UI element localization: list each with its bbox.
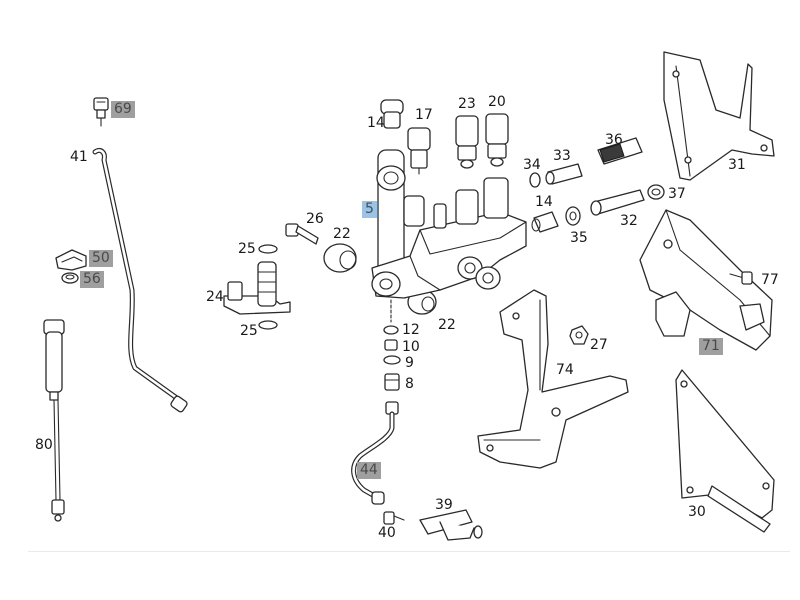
part-14-cap-top[interactable] xyxy=(380,99,404,129)
callout-71[interactable]: 71 xyxy=(699,338,723,355)
callout-23[interactable]: 23 xyxy=(458,96,476,112)
callout-30[interactable]: 30 xyxy=(688,504,706,520)
part-56-grommet[interactable] xyxy=(61,272,79,284)
part-25-oring-bottom[interactable] xyxy=(258,320,278,330)
part-31-bracket[interactable] xyxy=(663,51,775,181)
callout-25-bottom[interactable]: 25 xyxy=(240,323,258,339)
callout-39[interactable]: 39 xyxy=(435,497,453,513)
part-25-oring-top[interactable] xyxy=(258,244,278,254)
callout-35[interactable]: 35 xyxy=(570,230,588,246)
part-24-valve-bracket[interactable] xyxy=(223,261,291,315)
part-35-washer[interactable] xyxy=(565,206,581,226)
callout-32[interactable]: 32 xyxy=(620,213,638,229)
callout-56[interactable]: 56 xyxy=(80,271,104,288)
part-12-washer[interactable] xyxy=(383,325,399,335)
callout-12[interactable]: 12 xyxy=(402,322,420,338)
part-41-pipe[interactable] xyxy=(92,147,188,413)
callout-40[interactable]: 40 xyxy=(378,525,396,541)
callout-44[interactable]: 44 xyxy=(357,462,381,479)
part-14-fitting-right[interactable] xyxy=(531,211,559,233)
callout-31[interactable]: 31 xyxy=(728,157,746,173)
part-74-support-bracket[interactable] xyxy=(477,289,629,469)
part-32-connector[interactable] xyxy=(590,189,645,216)
part-9-oring[interactable] xyxy=(383,355,401,365)
callout-22-upper[interactable]: 22 xyxy=(333,226,351,242)
part-30-plate[interactable] xyxy=(675,369,775,533)
callout-37[interactable]: 37 xyxy=(668,186,686,202)
callout-24[interactable]: 24 xyxy=(206,289,224,305)
part-37-clamp[interactable] xyxy=(647,184,665,200)
callout-41[interactable]: 41 xyxy=(70,149,88,165)
part-69-sensor[interactable] xyxy=(93,97,109,127)
callout-10[interactable]: 10 xyxy=(402,339,420,355)
part-17-solenoid[interactable] xyxy=(407,127,431,175)
part-40-fitting[interactable] xyxy=(383,511,405,525)
callout-50[interactable]: 50 xyxy=(89,250,113,267)
part-36-sensor[interactable] xyxy=(597,137,643,165)
part-27-nut[interactable] xyxy=(569,325,589,345)
callout-77[interactable]: 77 xyxy=(761,272,779,288)
part-71-mount-bracket[interactable] xyxy=(639,209,773,351)
callout-14-right[interactable]: 14 xyxy=(535,194,553,210)
callout-8[interactable]: 8 xyxy=(405,376,414,392)
footer-divider xyxy=(28,551,790,552)
callout-36[interactable]: 36 xyxy=(605,132,623,148)
part-20-solenoid[interactable] xyxy=(485,113,509,167)
callout-22-lower[interactable]: 22 xyxy=(438,317,456,333)
callout-80[interactable]: 80 xyxy=(35,437,53,453)
callout-5[interactable]: 5 xyxy=(362,201,377,218)
callout-27[interactable]: 27 xyxy=(590,337,608,353)
part-26-bolt[interactable] xyxy=(285,223,319,245)
part-23-solenoid[interactable] xyxy=(455,115,479,169)
part-22-bushing-upper[interactable] xyxy=(323,243,357,273)
part-77-bolt[interactable] xyxy=(729,271,753,285)
part-39-flange[interactable] xyxy=(419,509,483,541)
part-10-nut[interactable] xyxy=(384,339,398,351)
part-5-valve-block[interactable] xyxy=(371,149,527,299)
callout-69[interactable]: 69 xyxy=(111,101,135,118)
part-44-pipe[interactable] xyxy=(351,401,399,505)
part-34-washer[interactable] xyxy=(529,172,541,188)
callout-20[interactable]: 20 xyxy=(488,94,506,110)
callout-25-top[interactable]: 25 xyxy=(238,241,256,257)
callout-26[interactable]: 26 xyxy=(306,211,324,227)
callout-9[interactable]: 9 xyxy=(405,355,414,371)
callout-14-top[interactable]: 14 xyxy=(367,115,385,131)
callout-17[interactable]: 17 xyxy=(415,107,433,123)
callout-34[interactable]: 34 xyxy=(523,157,541,173)
part-50-clip[interactable] xyxy=(55,249,87,271)
part-33-adapter[interactable] xyxy=(545,163,583,185)
callout-74[interactable]: 74 xyxy=(556,362,574,378)
part-80-gas-strut[interactable] xyxy=(43,319,65,522)
part-8-fitting[interactable] xyxy=(384,373,400,391)
callout-33[interactable]: 33 xyxy=(553,148,571,164)
